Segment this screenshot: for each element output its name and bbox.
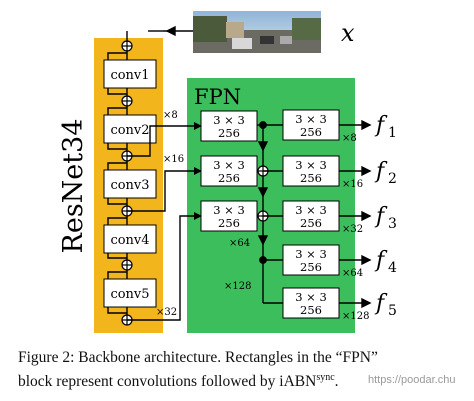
fpn-conv-channels: 256	[218, 126, 240, 140]
fpn-output-label: f	[374, 291, 388, 316]
fpn-output-scale: ×64	[342, 268, 363, 279]
fpn-conv-kernel: 3 × 3	[295, 290, 327, 304]
fpn-conv-channels: 256	[300, 260, 322, 274]
fpn-output-conv	[282, 155, 340, 187]
caption-line-1: Figure 2: Backbone architecture. Rectang…	[18, 349, 378, 366]
fpn-title: FPN	[194, 85, 241, 109]
fpn-output-conv	[282, 244, 340, 276]
fpn-output-scale: ×16	[342, 179, 363, 190]
fpn-conv-channels: 256	[300, 125, 322, 139]
fpn-conv-channels: 256	[218, 171, 240, 185]
watermark: https://poodar.chu	[368, 374, 456, 386]
fpn-output-label: f	[374, 159, 388, 184]
image-label: x	[341, 19, 355, 47]
fpn-wiring	[127, 119, 372, 321]
backbone-block	[103, 59, 157, 89]
backbone-sum-node	[121, 95, 133, 107]
fpn-output-subscript: 5	[388, 303, 397, 319]
caption-superscript: sync	[316, 372, 335, 383]
fpn-output-conv	[282, 200, 340, 232]
fpn-scale-in: ×32	[156, 307, 177, 318]
fpn-conv-channels: 256	[300, 303, 322, 317]
caption-line-2-prefix: block represent convolutions followed by…	[18, 373, 317, 391]
fpn-output-subscript: 3	[388, 216, 397, 232]
fpn-output-label: f	[374, 248, 388, 273]
fpn-conv-kernel: 3 × 3	[213, 203, 245, 217]
backbone-block	[103, 169, 157, 199]
backbone-title: ResNet34	[58, 119, 89, 254]
fpn-scale-mid: ×64	[229, 238, 250, 249]
fpn-lateral-conv	[200, 110, 258, 142]
backbone-sum-node	[121, 259, 133, 271]
fpn-conv-channels: 256	[300, 171, 322, 185]
fpn-lateral-conv	[200, 155, 258, 187]
caption-line-2-suffix: .	[334, 373, 339, 391]
fpn-output-scale: ×128	[342, 311, 369, 322]
input-image	[193, 11, 321, 53]
fpn-output-scale: ×32	[342, 224, 363, 235]
fpn-conv-kernel: 3 × 3	[213, 113, 245, 127]
fpn-output-label: f	[374, 113, 388, 138]
fpn-output-conv	[282, 287, 340, 319]
backbone-block-label: conv5	[110, 287, 149, 302]
backbone-block-label: conv1	[110, 68, 149, 83]
backbone-block-label: conv4	[110, 233, 149, 248]
figure-caption: Figure 2: Backbone architecture. Rectang…	[18, 348, 468, 392]
fpn-conv-kernel: 3 × 3	[295, 112, 327, 126]
fpn-lateral-conv	[200, 200, 258, 232]
fpn-output-subscript: 4	[388, 260, 397, 276]
fpn-conv-kernel: 3 × 3	[295, 158, 327, 172]
backbone-block	[103, 114, 157, 144]
backbone-block-label: conv3	[110, 178, 149, 193]
fpn-output-subscript: 2	[388, 171, 397, 187]
fpn-conv-kernel: 3 × 3	[295, 203, 327, 217]
fpn-conv-kernel: 3 × 3	[295, 247, 327, 261]
fpn-scale-in: ×16	[163, 154, 184, 165]
backbone-block	[103, 278, 157, 308]
fpn-conv-channels: 256	[218, 216, 240, 230]
fpn-output-subscript: 1	[388, 125, 397, 141]
fpn-scale-in: ×8	[163, 110, 178, 121]
fpn-output-conv	[282, 109, 340, 141]
fpn-conv-kernel: 3 × 3	[213, 158, 245, 172]
fpn-conv-channels: 256	[300, 216, 322, 230]
fpn-output-label: f	[374, 204, 388, 229]
backbone-block-label: conv2	[110, 123, 149, 138]
caption-line-2: block represent convolutions followed by…	[18, 368, 468, 392]
fpn-scale-mid: ×128	[224, 281, 251, 292]
backbone-sum-node	[121, 40, 133, 52]
backbone-block	[103, 224, 157, 254]
fpn-output-scale: ×8	[342, 133, 357, 144]
